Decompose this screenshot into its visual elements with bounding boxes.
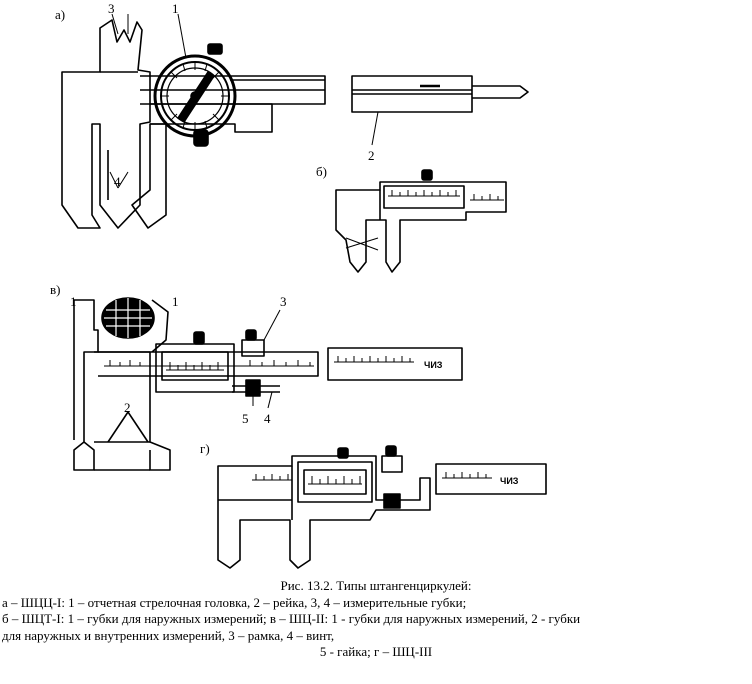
- caption-line-4: 5 - гайка; г – ШЦ-III: [319, 644, 433, 659]
- panel-label-a: а): [55, 7, 65, 22]
- callout-a-4: 4: [114, 174, 121, 189]
- caption-line-3: для наружных и внутренних измерений, 3 –…: [2, 627, 335, 643]
- caliper-shts3-drawing: [217, 445, 547, 569]
- figure-caption: Рис. 13.2. Типы штангенциркулей: а – ШЦЦ…: [0, 578, 752, 661]
- callout-v-4: 4: [264, 411, 271, 426]
- callout-a-3: 3: [108, 1, 115, 16]
- scale-mark-g: ЧИЗ: [500, 476, 519, 486]
- callout-a-2: 2: [368, 148, 375, 163]
- calipers-figure: а) 3 1 4 2 б) в) 1 1 2 3 4 5 ЧИЗ г) ЧИЗ: [50, 1, 547, 569]
- callout-v-3: 3: [280, 294, 287, 309]
- caliper-sht-drawing: [335, 169, 507, 273]
- panel-label-g: г): [200, 441, 210, 456]
- callout-v-1-right: 1: [172, 294, 179, 309]
- caption-line-2: б – ШЦТ-I: 1 – губки для наружных измере…: [2, 611, 581, 626]
- caption-title: Рис. 13.2. Типы штангенциркулей:: [280, 578, 472, 593]
- panel-label-b: б): [316, 164, 327, 179]
- callout-v-2: 2: [124, 400, 131, 415]
- rail-part-drawing: [351, 75, 529, 146]
- callout-v-5: 5: [242, 411, 249, 426]
- callout-v-1-left: 1: [70, 294, 77, 309]
- callout-a-1: 1: [172, 1, 179, 16]
- caliper-shts2-drawing: [73, 297, 463, 471]
- panel-label-v: в): [50, 282, 60, 297]
- caption-line-1: а – ШЦЦ-I: 1 – отчетная стрелочная голов…: [2, 594, 467, 610]
- dial-caliper-drawing: [61, 13, 326, 229]
- scale-mark-v: ЧИЗ: [424, 360, 443, 370]
